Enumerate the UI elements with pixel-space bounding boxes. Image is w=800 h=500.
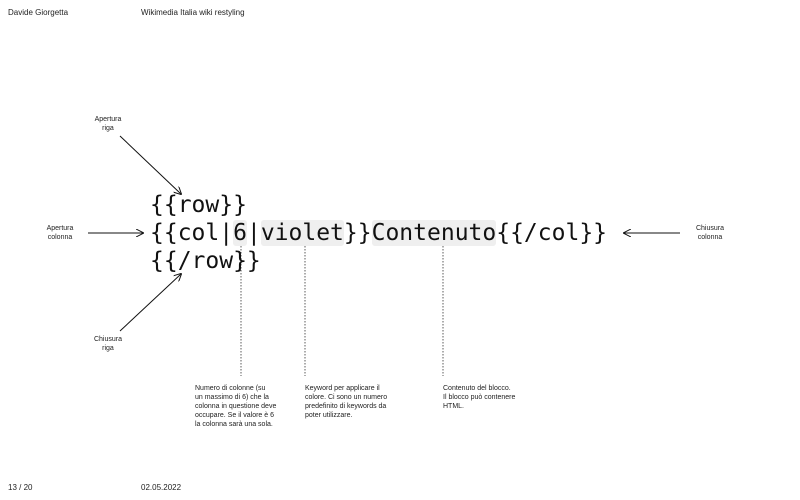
code-col-close: {{/col}} bbox=[496, 220, 608, 246]
code-col-line: {{col|6|violet}}Contenuto{{/col}} bbox=[150, 218, 607, 248]
code-row-close: {{/row}} bbox=[150, 248, 261, 274]
code-col-open-prefix: {{col| bbox=[150, 220, 234, 246]
arrow-row-close bbox=[119, 274, 181, 332]
code-col-open-suffix: }} bbox=[343, 220, 372, 246]
code-col-keyword: violet bbox=[260, 220, 344, 246]
code-content: Contenuto bbox=[371, 220, 497, 246]
footer-date: 02.05.2022 bbox=[141, 483, 182, 492]
page-number: 13 / 20 bbox=[8, 483, 33, 492]
arrow-row-open bbox=[119, 135, 181, 194]
code-col-separator: | bbox=[246, 220, 261, 246]
note-content: Contenuto del blocco.Il blocco può conte… bbox=[443, 385, 516, 410]
code-row-open: {{row}} bbox=[150, 192, 247, 218]
author-name: Davide Giorgetta bbox=[8, 8, 69, 17]
code-col-number: 6 bbox=[233, 220, 247, 246]
project-title: Wikimedia Italia wiki restyling bbox=[141, 8, 245, 17]
